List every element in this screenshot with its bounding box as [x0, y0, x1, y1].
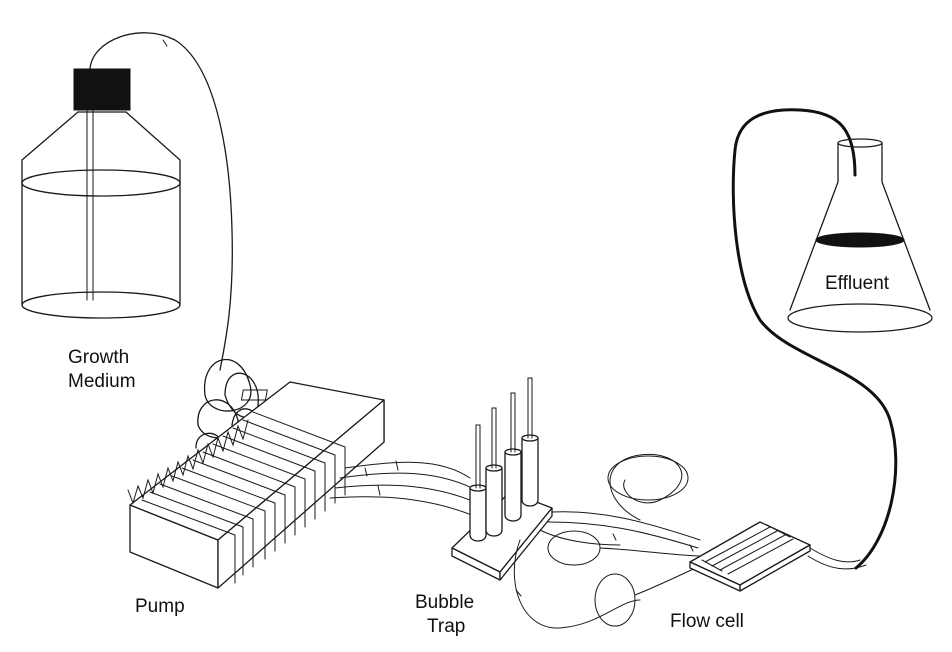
pump [127, 381, 385, 589]
trap-vial-2 [485, 407, 503, 537]
effluent-tubing [731, 108, 898, 570]
effluent-label: Effluent [825, 273, 890, 294]
growth-medium-label-line1: Growth [68, 347, 130, 368]
trap-to-flowcell-tubing [513, 453, 701, 629]
pump-to-trap-tubing [329, 460, 493, 525]
bubble-trap-label: Bubble Trap [415, 591, 474, 639]
flow-cell [689, 521, 867, 592]
growth-medium-bottle [21, 68, 181, 319]
effluent-liquid-surface [815, 232, 905, 248]
flow-cell-label: Flow cell [670, 611, 744, 632]
trap-vial-1 [469, 424, 487, 542]
bottle-cap [73, 68, 131, 111]
trap-vial-4 [521, 377, 539, 507]
growth-medium-label: Growth Medium [68, 346, 136, 394]
bubble-trap-label-line2: Trap [427, 616, 466, 637]
pump-label: Pump [135, 596, 185, 617]
bubble-trap-label-line1: Bubble [415, 592, 475, 613]
trap-vial-3 [504, 392, 522, 522]
growth-medium-label-line2: Medium [68, 371, 136, 392]
bubble-trap [451, 377, 553, 581]
effluent-flask [787, 138, 933, 333]
